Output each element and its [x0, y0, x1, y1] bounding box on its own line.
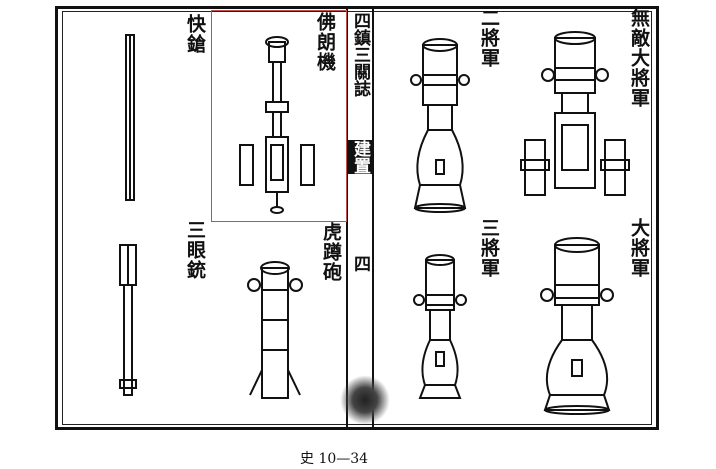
highlight-box — [211, 10, 347, 222]
label-kuai-qiang: 快鎗 — [184, 14, 206, 54]
ink-blot — [340, 375, 390, 425]
kuai-qiang-drawing — [125, 34, 135, 201]
spine-section: 建置 — [348, 140, 372, 174]
label-hu-dun-pao: 虎蹲砲 — [320, 222, 342, 282]
wu-di-da-jiang-jun-drawing — [520, 31, 630, 196]
spine-title: 四鎮三關誌 — [350, 12, 370, 97]
page-border — [55, 6, 659, 430]
san-jiang-jun-drawing — [413, 254, 467, 399]
label-san-jiang-jun: 三將軍 — [478, 218, 500, 278]
er-jiang-jun-drawing — [410, 38, 470, 213]
label-wu-di-da-jiang-jun: 無敵大將軍 — [628, 8, 650, 108]
hu-dun-pao-drawing — [247, 261, 303, 399]
san-yan-chong-drawing — [119, 244, 137, 396]
label-da-jiang-jun: 大將軍 — [628, 218, 650, 278]
figure-caption: 史 10—34 — [300, 451, 369, 467]
label-er-jiang-jun: 二將軍 — [478, 8, 500, 68]
da-jiang-jun-drawing — [540, 237, 614, 415]
spine-page: 四 — [350, 255, 370, 272]
fo-lang-ji-drawing — [239, 36, 315, 214]
label-san-yan-chong: 三眼銃 — [184, 220, 206, 280]
label-fo-lang-ji: 佛朗機 — [314, 12, 336, 72]
book-spine-column — [346, 8, 374, 428]
